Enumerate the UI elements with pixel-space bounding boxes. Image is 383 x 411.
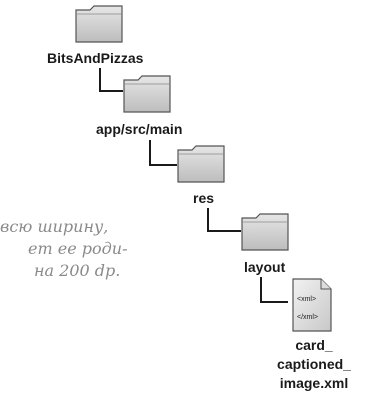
folder-label-root: BitsAndPizzas (47, 50, 144, 66)
folder-icon (122, 74, 172, 114)
xml-close-tag: </xml> (297, 314, 318, 321)
handwritten-note: всю ширину, ет ее роди- на 200 dp. (0, 216, 127, 282)
folder-label-level3: layout (244, 259, 286, 275)
folder-icon (74, 4, 124, 44)
xml-file-icon: <xml> </xml> (287, 277, 333, 333)
tree-connector (260, 277, 288, 303)
file-label-line: captioned_ (277, 356, 351, 372)
folder-label-level2: res (193, 190, 215, 206)
tree-connector (99, 68, 123, 92)
tree-connector (207, 208, 241, 232)
note-line: всю ширину, (0, 217, 109, 236)
note-line: на 200 dp. (34, 261, 121, 280)
note-line: ет ее роди- (28, 239, 128, 258)
folder-label-level1: app/src/main (96, 121, 183, 137)
file-label: card_ captioned_ image.xml (255, 336, 373, 393)
folder-icon (176, 144, 226, 184)
tree-connector (149, 140, 177, 166)
folder-icon (240, 212, 290, 252)
file-label-line: card_ (295, 337, 333, 353)
xml-open-tag: <xml> (297, 296, 316, 303)
file-label-line: image.xml (279, 375, 349, 391)
